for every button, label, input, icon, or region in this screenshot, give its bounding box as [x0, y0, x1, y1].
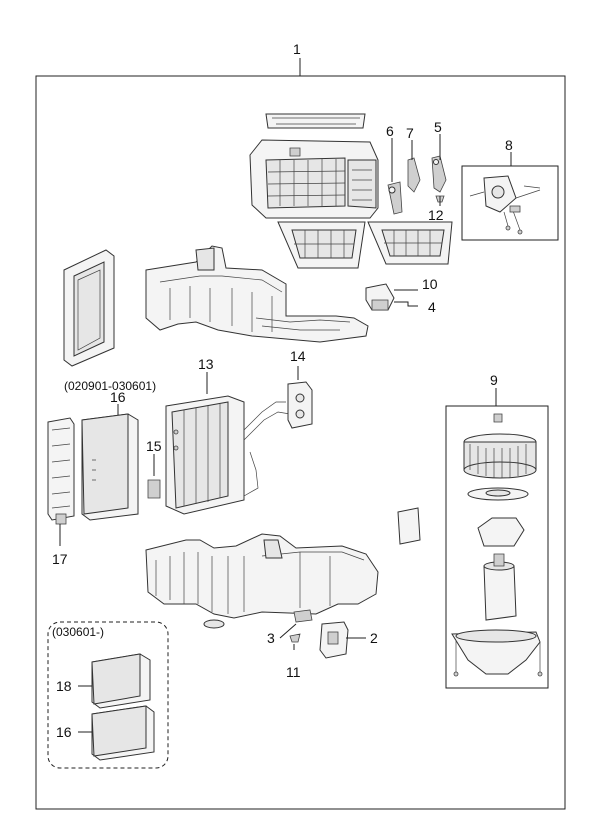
intake-door-housing — [249, 139, 379, 219]
gasket-frame — [63, 249, 115, 367]
actuator-2 — [319, 621, 349, 659]
screw-11 — [289, 633, 301, 643]
blower-nut — [493, 413, 503, 423]
callout-5: 5 — [434, 119, 442, 135]
filter-cover-17 — [47, 417, 75, 525]
callout-11: 11 — [286, 664, 301, 680]
sensor-15 — [147, 479, 161, 499]
callout-12: 12 — [428, 207, 444, 223]
blower-motor — [483, 553, 517, 621]
intake-grille-right — [367, 221, 453, 265]
filter-18 — [91, 653, 151, 709]
callout-8: 8 — [505, 137, 513, 153]
blower-plate — [467, 487, 529, 501]
seal-pad — [397, 507, 421, 545]
blower-cooling-cap — [477, 517, 525, 547]
blower-box-9 — [445, 405, 549, 689]
link-5 — [431, 155, 447, 193]
upper-case — [145, 245, 369, 343]
air-filter-16 — [81, 413, 139, 521]
actuator-motor-8 — [469, 175, 541, 235]
callout-10: 10 — [422, 276, 438, 292]
bracket-3 — [293, 609, 313, 623]
actuator-box-8 — [461, 165, 559, 241]
filter-16-alt — [91, 705, 155, 761]
expansion-block-14 — [287, 381, 313, 429]
callout-6: 6 — [386, 123, 394, 139]
callout-3: 3 — [267, 630, 275, 646]
callout-17: 17 — [52, 551, 68, 567]
date-from-label: (030601-) — [52, 625, 104, 639]
lever-6 — [387, 181, 403, 215]
date-range-label: (020901-030601) — [64, 379, 156, 393]
callout-4: 4 — [428, 299, 436, 315]
blower-fan — [463, 433, 537, 479]
callout-15: 15 — [146, 438, 162, 454]
callout-7: 7 — [406, 125, 414, 141]
evaporator-13 — [165, 395, 291, 515]
callout-14: 14 — [290, 348, 306, 364]
intake-grille-left — [277, 221, 366, 269]
callout-16b: 16 — [56, 724, 72, 740]
callout-16a: 16 — [110, 389, 126, 405]
optional-parts-box — [47, 621, 169, 769]
callout-1: 1 — [293, 41, 301, 57]
blower-mount — [451, 629, 543, 677]
intake-cover-strip — [265, 113, 366, 129]
lever-7 — [407, 157, 421, 193]
callout-2: 2 — [370, 630, 378, 646]
callout-13: 13 — [198, 356, 214, 372]
resistor-10 — [365, 283, 395, 311]
callout-9: 9 — [490, 372, 498, 388]
callout-18: 18 — [56, 678, 72, 694]
lower-case — [145, 533, 379, 629]
